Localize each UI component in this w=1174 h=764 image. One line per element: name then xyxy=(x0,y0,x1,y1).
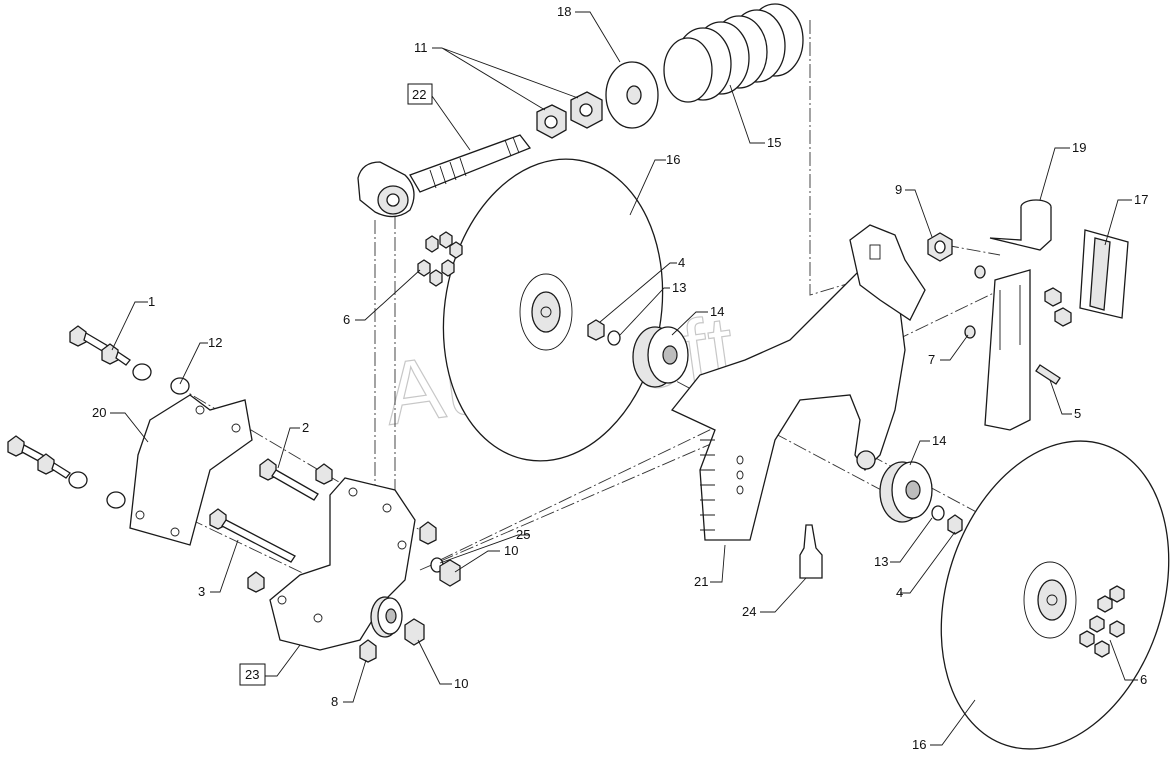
bearing-part-14-lower xyxy=(879,461,933,523)
bracket-part-20 xyxy=(129,394,253,546)
callout-18: 18 xyxy=(557,4,571,19)
bolt-part-1 xyxy=(7,325,190,509)
washer-part-18 xyxy=(605,61,659,129)
callout-20: 20 xyxy=(92,405,106,420)
grease-tube-part-24 xyxy=(799,524,823,579)
callout-14-upper: 14 xyxy=(710,304,724,319)
callout-23: 23 xyxy=(245,667,259,682)
leader-lines xyxy=(110,11,1138,746)
plate-part-17 xyxy=(1079,229,1129,319)
bolts-part-6-upper xyxy=(417,231,463,287)
callout-25: 25 xyxy=(516,527,530,542)
callout-12: 12 xyxy=(208,335,222,350)
disc-part-16-lower xyxy=(940,440,1170,750)
callout-labels: 1 12 20 2 3 11 22 18 15 16 4 13 14 6 9 1… xyxy=(92,4,1148,752)
callout-21: 21 xyxy=(694,574,708,589)
bolt-part-5 xyxy=(1035,287,1072,385)
callout-16-lower: 16 xyxy=(912,737,926,752)
callout-14-lower: 14 xyxy=(932,433,946,448)
disc-part-16-upper xyxy=(442,158,664,462)
nut-washer-parts-4-13-lower xyxy=(931,505,963,535)
spring-part-15 xyxy=(663,3,804,103)
bearing-part-14-upper xyxy=(632,326,689,388)
nut-washer-parts-4-13-upper xyxy=(587,319,621,346)
callout-13-upper: 13 xyxy=(672,280,686,295)
rod-end-part-22 xyxy=(357,134,532,218)
callout-9: 9 xyxy=(895,182,902,197)
callout-2: 2 xyxy=(302,420,309,435)
callout-11: 11 xyxy=(414,40,428,55)
callout-8: 8 xyxy=(331,694,338,709)
callout-4-lower: 4 xyxy=(896,585,903,600)
bolt-part-2-3 xyxy=(209,458,333,593)
arm-bracket-part-21 xyxy=(670,224,926,541)
nut-part-9 xyxy=(927,232,953,262)
callout-15: 15 xyxy=(767,135,781,150)
tube-part-19 xyxy=(984,199,1052,431)
callout-3: 3 xyxy=(198,584,205,599)
callout-22: 22 xyxy=(412,87,426,102)
bracket-part-23 xyxy=(269,477,416,651)
callout-6-upper: 6 xyxy=(343,312,350,327)
callout-10-upper: 10 xyxy=(504,543,518,558)
callout-5: 5 xyxy=(1074,406,1081,421)
bolts-part-6-lower xyxy=(1079,585,1125,658)
callout-16-upper: 16 xyxy=(666,152,680,167)
callout-19: 19 xyxy=(1072,140,1086,155)
callout-10-lower: 10 xyxy=(454,676,468,691)
callout-23-box xyxy=(239,663,266,686)
callout-4-upper: 4 xyxy=(678,255,685,270)
callout-24: 24 xyxy=(742,604,756,619)
callout-22-box xyxy=(407,83,433,105)
callout-7: 7 xyxy=(928,352,935,367)
callout-13-lower: 13 xyxy=(874,554,888,569)
nuts-part-8-10-25 xyxy=(359,521,461,663)
callout-17: 17 xyxy=(1134,192,1148,207)
callout-1: 1 xyxy=(148,294,155,309)
nut-part-11 xyxy=(536,91,603,139)
callout-6-lower: 6 xyxy=(1140,672,1147,687)
nut-part-7 xyxy=(964,265,986,339)
